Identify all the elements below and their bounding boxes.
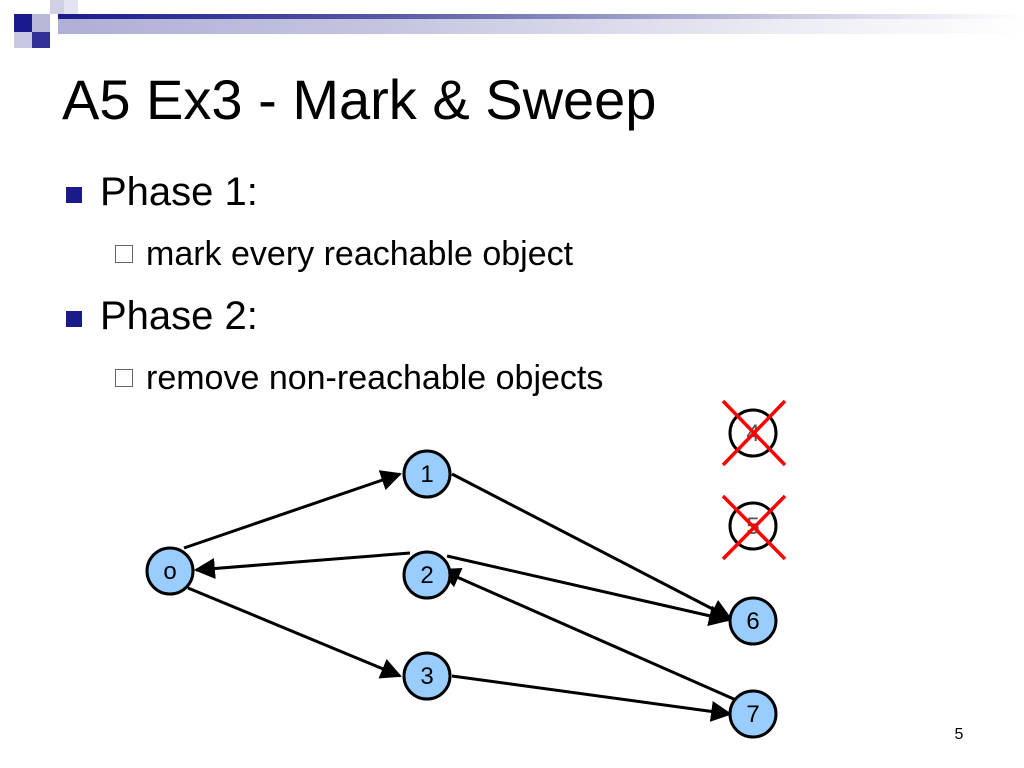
node-o-label: o [163,558,176,585]
page-number: 5 [954,726,964,743]
bullet-phase-1: Phase 1: [100,170,258,214]
node-o: o [145,546,195,596]
node-2-label: 2 [420,562,433,589]
node-7-label: 7 [746,701,759,728]
edge-2-to-6 [446,554,731,627]
slide-title: A5 Ex3 - Mark & Sweep [62,68,657,131]
node-1: 1 [402,449,452,499]
node-3-label: 3 [420,663,433,690]
sub-bullet-remove: remove non-reachable objects [146,359,604,397]
bullet-phase-2: Phase 2: [100,294,258,338]
node-2: 2 [402,550,452,600]
node-6-label: 6 [746,608,759,635]
edge-1-to-6 [451,472,732,620]
edge-7-to-2 [439,568,737,702]
cross-out-icon [721,494,787,561]
edge-o-to-3 [187,586,402,679]
sub-bullet-box-icon [115,245,133,263]
header-decoration [0,0,1024,48]
node-5-removed: 5 [721,494,787,561]
edge-3-to-7 [451,674,733,722]
bullet-square-icon [66,311,82,327]
node-1-label: 1 [420,461,433,488]
cross-out-icon [721,399,787,467]
bullet-square-icon [66,187,82,203]
edge-o-to-1 [183,470,402,550]
sub-bullet-mark: mark every reachable object [146,235,574,273]
node-4-removed: 4 [721,399,787,467]
node-7: 7 [728,689,778,739]
node-3: 3 [402,651,452,701]
edge-2-to-o [193,551,411,579]
node-6: 6 [728,596,778,646]
sub-bullet-box-icon [115,369,133,387]
